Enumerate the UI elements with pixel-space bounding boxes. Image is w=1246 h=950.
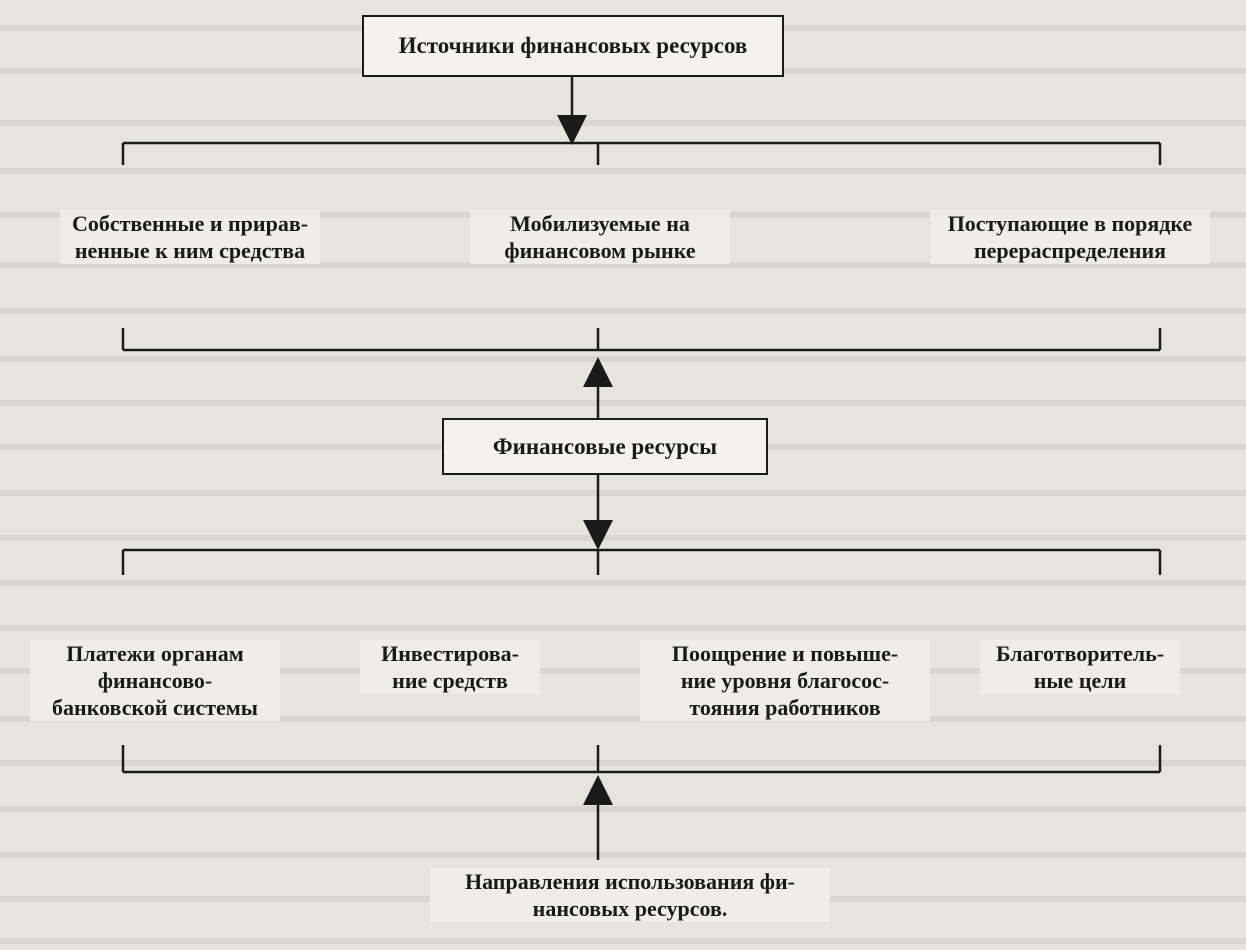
source-own-funds: Собственные и прирав- ненные к ним средс… <box>60 210 320 264</box>
sources-title-box: Источники финансовых ресурсов <box>362 15 784 77</box>
use-payments-banking: Платежи органам финансово- банковской си… <box>30 640 280 721</box>
financial-resources-label: Финансовые ресурсы <box>492 433 718 459</box>
source-redistribution: Поступающие в порядке перераспределения <box>930 210 1210 264</box>
financial-resources-box: Финансовые ресурсы <box>442 418 768 475</box>
use-investment: Инвестирова- ние средств <box>360 640 540 694</box>
uses-title: Направления использования фи- нансовых р… <box>430 868 830 922</box>
use-employee-welfare: Поощрение и повыше- ние уровня благосос-… <box>640 640 930 721</box>
source-financial-market: Мобилизуемые на финансовом рынке <box>470 210 730 264</box>
use-charity: Благотворитель- ные цели <box>980 640 1180 694</box>
sources-title: Источники финансовых ресурсов <box>398 33 748 58</box>
